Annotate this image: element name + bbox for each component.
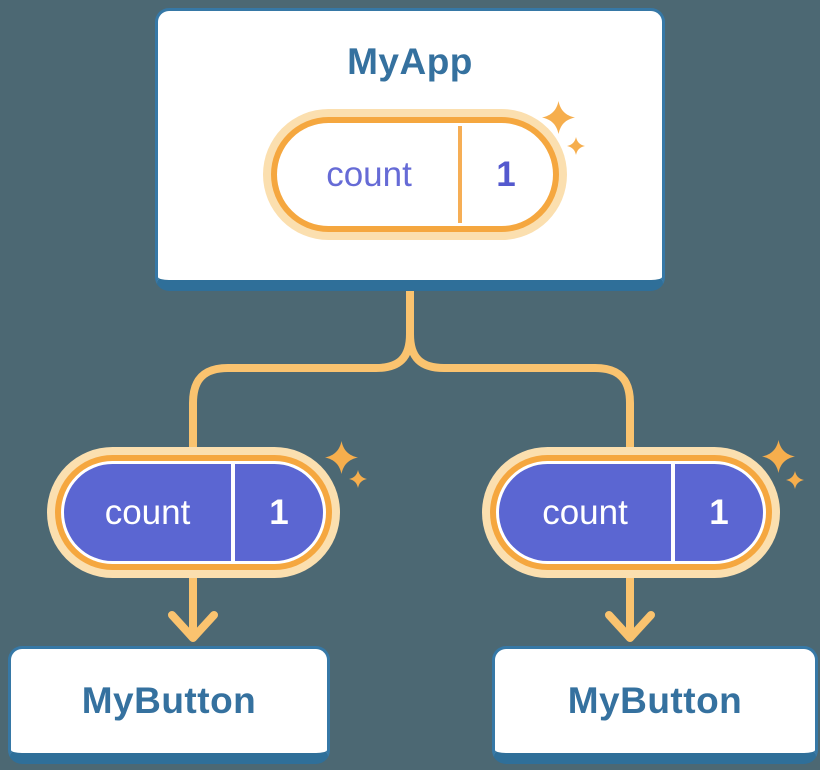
pill-divider: [458, 126, 462, 223]
mybutton-card-left: MyButton: [8, 646, 330, 764]
myapp-card-title: MyApp: [347, 41, 473, 82]
sparkle-small-icon: [349, 470, 367, 488]
sparkle-small-icon: [567, 137, 585, 155]
prop-pill-right: count 1: [482, 447, 780, 578]
pill-divider: [671, 464, 675, 561]
mybutton-card-right: MyButton: [492, 646, 818, 764]
mybutton-right-title: MyButton: [567, 680, 743, 721]
prop-pill-right-name: count: [542, 492, 628, 532]
state-pill-root: count 1: [263, 109, 567, 240]
prop-pill-left-name: count: [104, 492, 191, 532]
prop-pill-left: count 1: [47, 447, 340, 578]
arrowhead-right-icon: [605, 611, 655, 642]
connector-right-branch: [406, 282, 634, 638]
prop-pill-left-value: 1: [269, 492, 289, 532]
sparkle-large-icon: [762, 440, 795, 473]
mybutton-left-title: MyButton: [81, 680, 257, 721]
sparkle-large-icon: [325, 441, 358, 474]
sparkle-large-icon: [542, 101, 575, 134]
state-pill-root-name: count: [326, 154, 412, 194]
sparkle-small-icon: [786, 471, 804, 489]
arrowhead-left-icon: [168, 611, 218, 642]
prop-pill-right-value: 1: [709, 492, 729, 532]
state-pill-root-value: 1: [496, 154, 516, 194]
pill-divider: [231, 464, 235, 561]
